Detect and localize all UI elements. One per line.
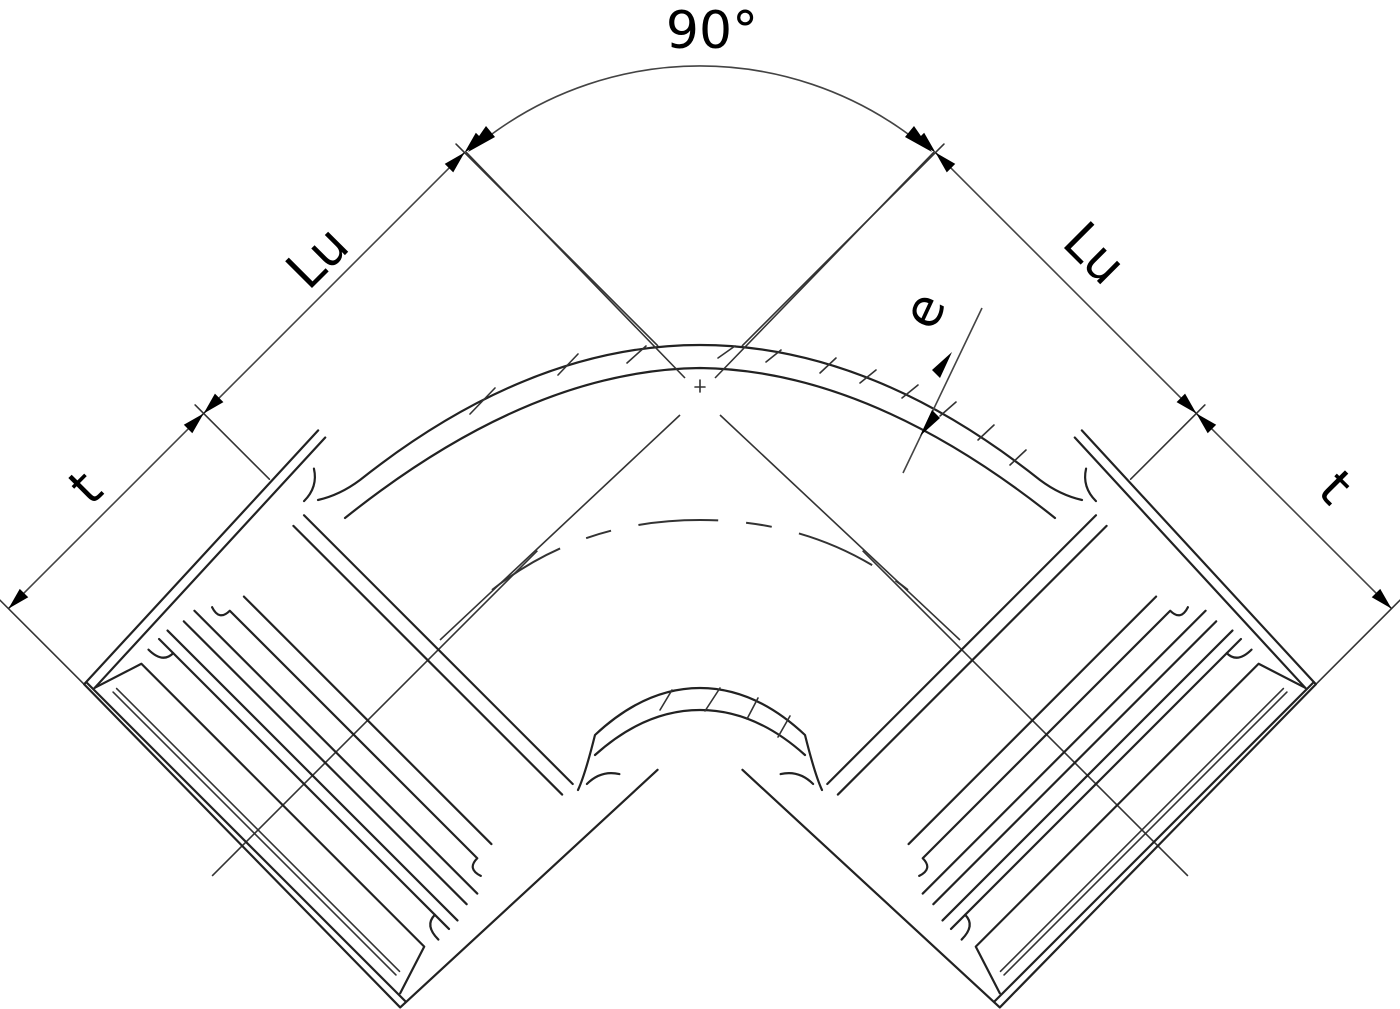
angle-label: 90° [666,1,758,61]
left-axis-centerline [211,550,538,877]
angle-dimension: 90° [468,1,932,152]
bend-centerlines [439,151,961,641]
bend-outer-wall [316,343,1084,520]
bore-hidden-arc [491,518,909,591]
left-dimension-line [7,151,466,610]
wall-thickness-dimension: e [891,284,983,474]
t-left-label: t [58,460,115,517]
lu-left-label: Lu [275,215,361,301]
left-leg [0,132,659,1009]
e-label: e [891,284,959,338]
outer-wall-hatching [469,345,1027,466]
right-dimension-line [934,151,1393,610]
t-right-label: t [1307,460,1364,517]
bend-inner-wall [576,686,824,792]
right-leg [741,132,1400,1009]
right-axis-centerline [862,550,1189,877]
lu-right-label: Lu [1051,211,1137,297]
